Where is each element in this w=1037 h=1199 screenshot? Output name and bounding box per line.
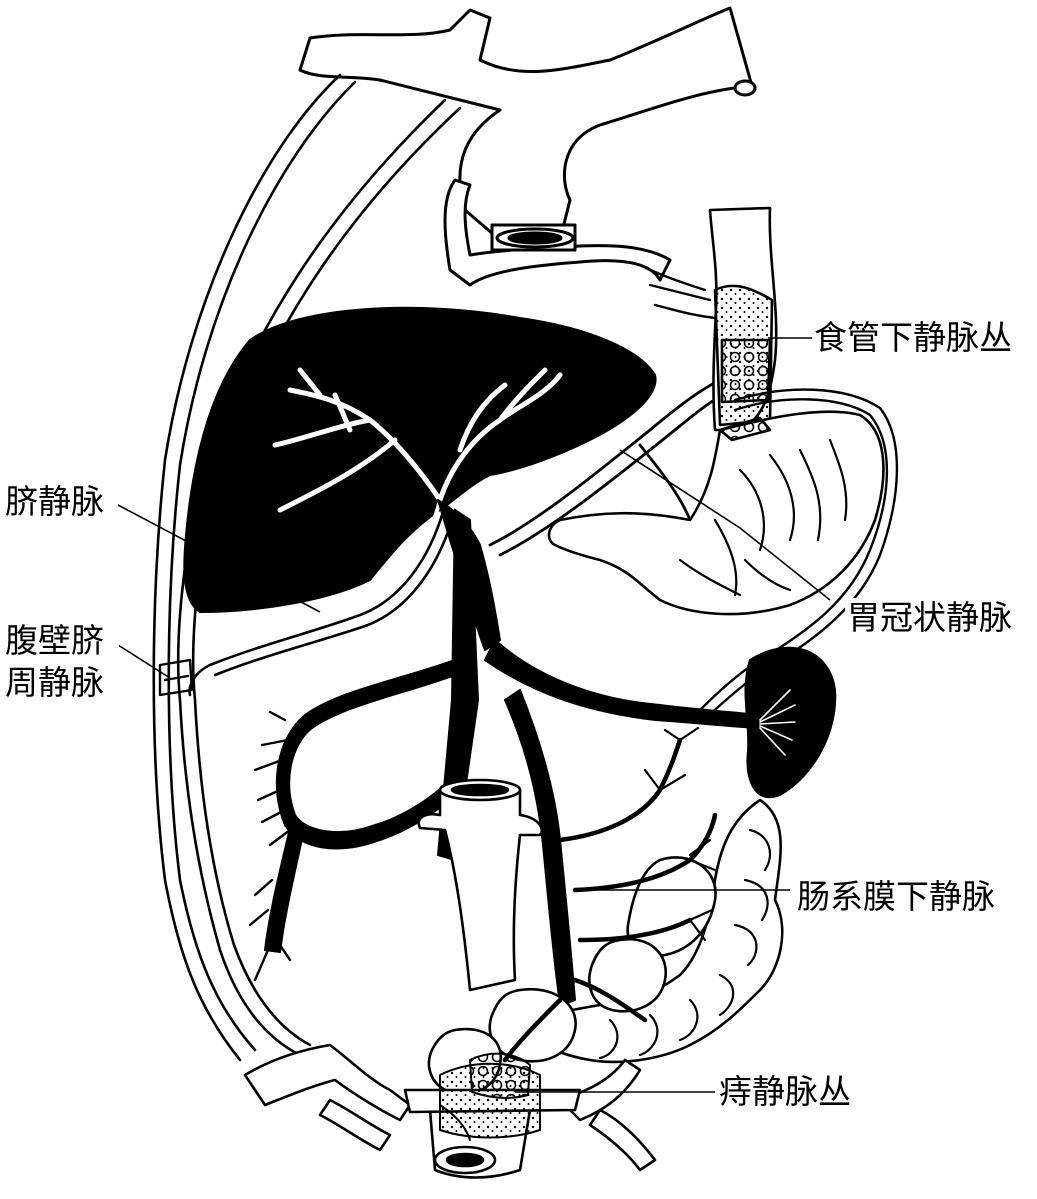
portal-twigs bbox=[248, 710, 292, 982]
superior-vena-cava bbox=[298, 6, 757, 242]
inferior-mesenteric-vein bbox=[502, 737, 718, 1063]
liver bbox=[183, 306, 657, 632]
inferior-vena-cava bbox=[417, 778, 544, 992]
label-paraumbilical-vein: 腹壁脐 周静脉 bbox=[3, 620, 119, 704]
label-umbilical-vein: 脐静脉 bbox=[3, 482, 106, 522]
umbilical-vein-vessel bbox=[188, 503, 457, 697]
leader-umbilical-vein bbox=[117, 504, 321, 613]
spleen bbox=[744, 646, 837, 799]
label-coronary-gastric-vein: 胃冠状静脉 bbox=[845, 598, 1014, 638]
esophagus bbox=[708, 206, 778, 432]
leader-lines bbox=[117, 337, 831, 1093]
label-esophageal-venous-plexus: 食管下静脉丛 bbox=[812, 318, 1014, 358]
leader-paraumbilical-vein bbox=[117, 644, 171, 679]
hemorrhoidal-plexus bbox=[439, 1052, 541, 1141]
label-paraumbilical-vein-line2: 周静脉 bbox=[5, 663, 104, 702]
iliac-veins bbox=[243, 1043, 657, 1172]
leader-coronary-gastric-vein bbox=[619, 449, 831, 601]
azygos-vein bbox=[443, 178, 672, 287]
label-inferior-mesenteric-vein: 肠系膜下静脉 bbox=[795, 877, 997, 917]
paraumbilical-anastomosis bbox=[158, 658, 194, 697]
label-paraumbilical-vein-line1: 腹壁脐 bbox=[5, 621, 104, 660]
esophageal-venous-plexus bbox=[638, 263, 717, 320]
label-hemorrhoidal-plexus: 痔静脉丛 bbox=[717, 1072, 853, 1112]
mesenteric-twigs bbox=[643, 726, 717, 942]
